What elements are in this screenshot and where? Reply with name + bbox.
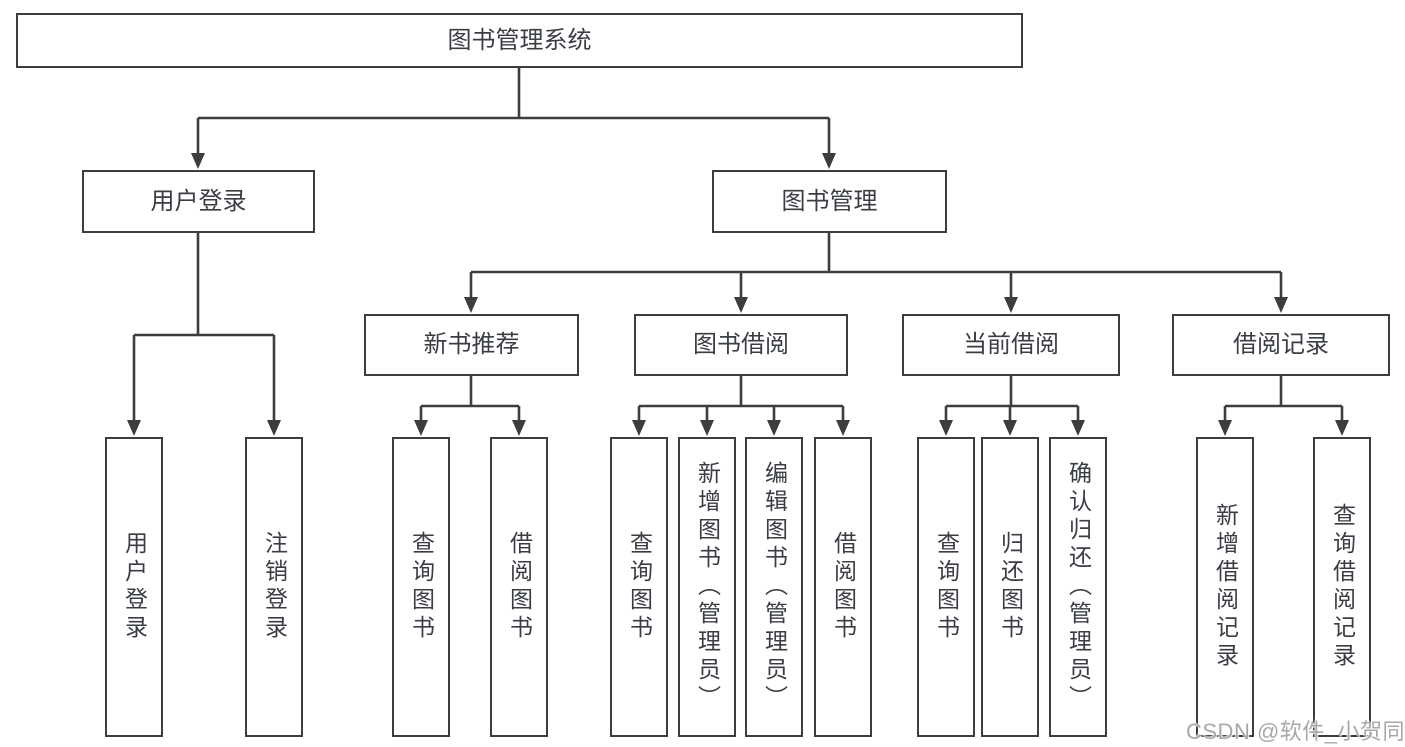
connector-borrow-records-to-children (1218, 376, 1349, 436)
leaf-newbook-borrow-books: 借阅图书 (490, 437, 548, 737)
leaf-newbook-query-books: 查询图书 (392, 437, 450, 737)
leaf-borrow-add-books-admin: 新增图书（管理员） (678, 437, 736, 737)
csdn-watermark: CSDN @软件_小贺同学 (1186, 719, 1405, 744)
leaf-current-return-books: 归还图书 (981, 437, 1039, 737)
node-borrowing-records: 借阅记录 (1172, 314, 1390, 376)
leaf-records-query-record: 查询借阅记录 (1313, 437, 1371, 737)
node-new-book-recommend: 新书推荐 (364, 314, 579, 376)
node-root-library-system: 图书管理系统 (16, 13, 1023, 68)
leaf-records-add-record: 新增借阅记录 (1196, 437, 1254, 737)
leaf-borrow-edit-books-admin: 编辑图书（管理员） (745, 437, 803, 737)
connector-book-borrow-to-children (632, 376, 850, 436)
node-user-login: 用户登录 (82, 170, 315, 233)
connector-current-borrow-to-children (939, 376, 1085, 436)
leaf-user-login: 用户登录 (105, 437, 163, 737)
leaf-borrow-borrow-books: 借阅图书 (814, 437, 872, 737)
leaf-borrow-query-books: 查询图书 (610, 437, 668, 737)
connector-new-book-to-children (414, 376, 526, 436)
leaf-logout: 注销登录 (245, 437, 303, 737)
connector-book-mgmt-to-level3 (464, 233, 1288, 313)
connector-user-login-to-children (127, 233, 281, 436)
connector-root-to-level2 (191, 68, 836, 169)
node-current-borrowing: 当前借阅 (902, 314, 1120, 376)
leaf-current-confirm-return-admin: 确认归还（管理员） (1049, 437, 1107, 737)
node-book-borrowing: 图书借阅 (634, 314, 848, 376)
leaf-current-query-books: 查询图书 (917, 437, 975, 737)
node-book-management: 图书管理 (712, 170, 947, 233)
